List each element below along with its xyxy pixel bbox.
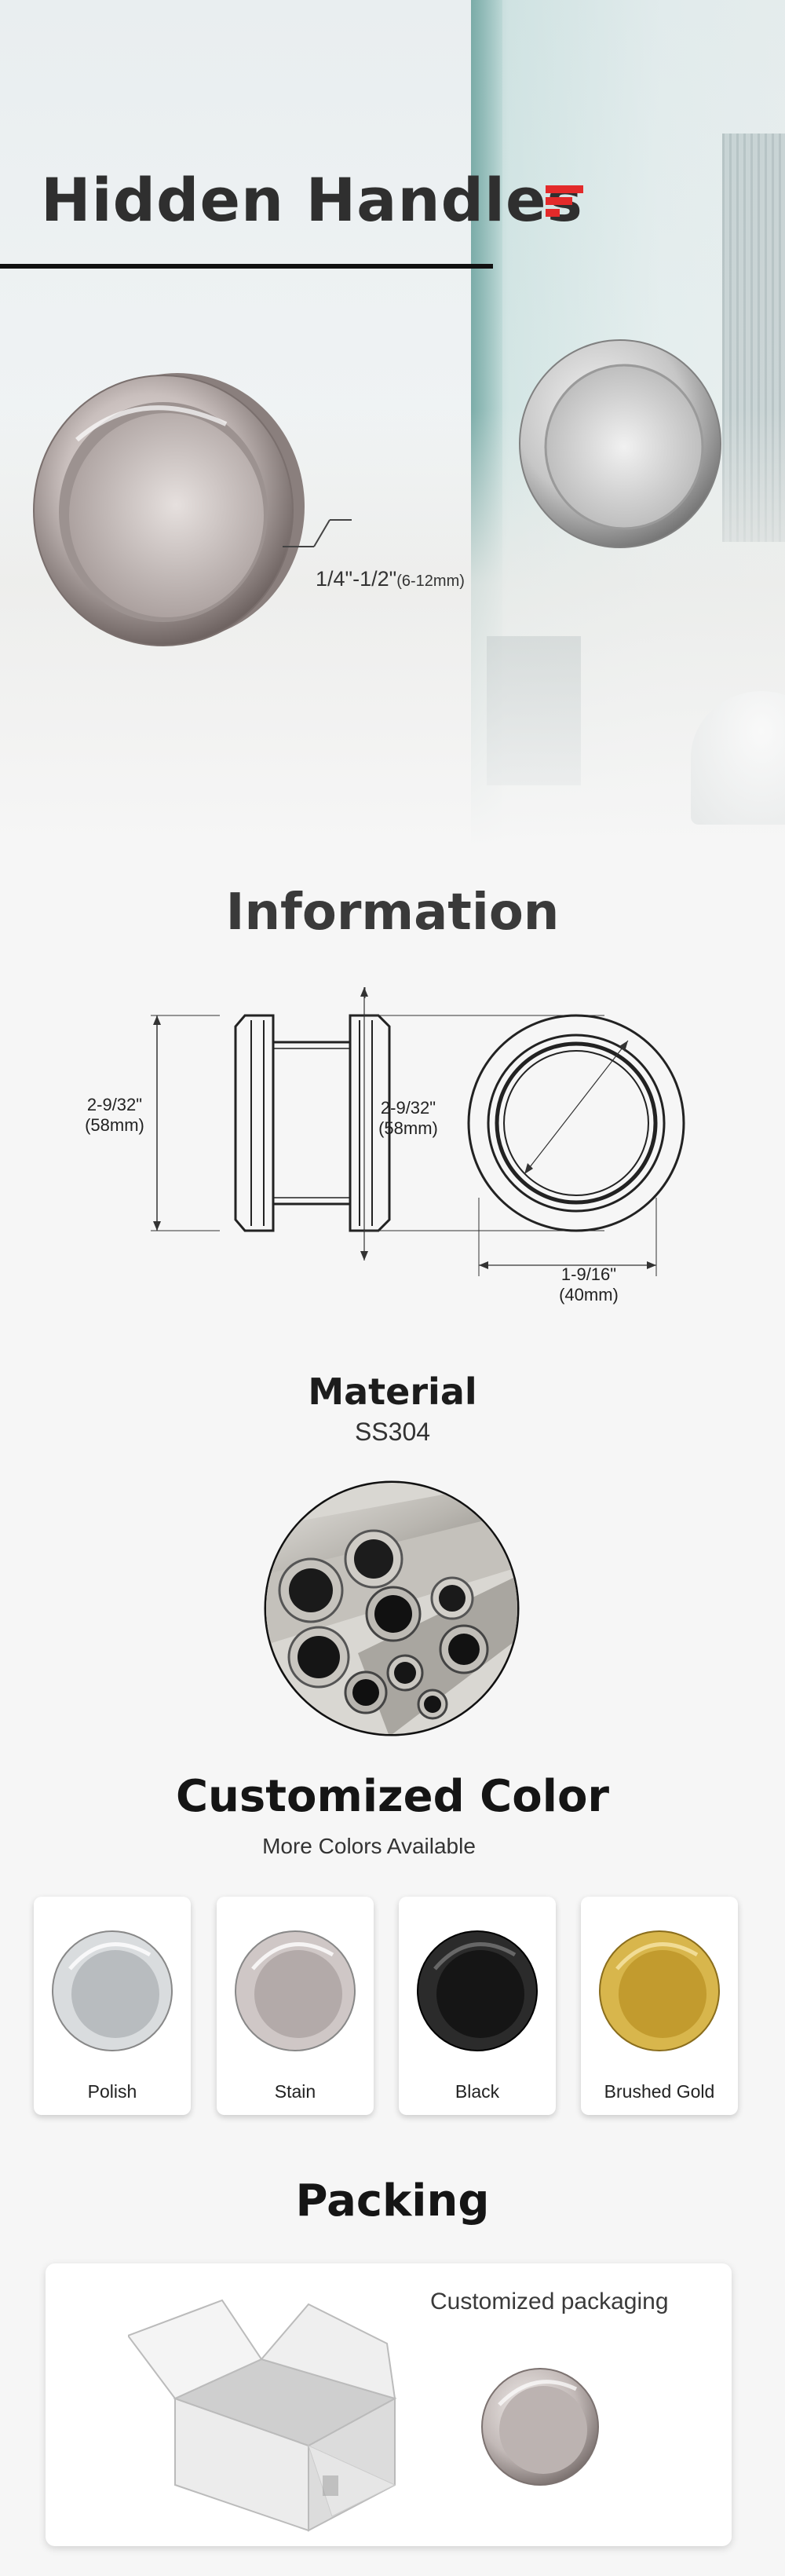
- handle-polish-swatch: [52, 1930, 173, 2051]
- color-option-card[interactable]: Brushed Gold: [581, 1897, 738, 2115]
- hero-banner: Hidden Handles 1/: [0, 0, 785, 848]
- handle-front-view-image: [33, 373, 305, 646]
- inner-diameter-inch: 1-9/16": [560, 1264, 617, 1284]
- handle-installed-view-image: [519, 339, 721, 548]
- right-height-mm: (58mm): [378, 1118, 438, 1138]
- handle-stain-swatch: [235, 1930, 356, 2051]
- material-heading: Material: [308, 1370, 477, 1413]
- handle-brushed-gold-swatch: [599, 1930, 720, 2051]
- color-option-label: Black: [455, 2081, 500, 2102]
- inner-diameter-dimension: 1-9/16" (40mm): [546, 1264, 632, 1305]
- thickness-inch-text: 1/4"-1/2": [316, 567, 397, 591]
- handle-black-swatch: [417, 1930, 538, 2051]
- right-height-inch: 2-9/32": [380, 1098, 436, 1118]
- customized-color-subtitle: More Colors Available: [262, 1834, 476, 1858]
- color-option-label: Brushed Gold: [604, 2081, 715, 2102]
- color-option-label: Stain: [274, 2081, 316, 2102]
- dimension-drawing: [151, 987, 685, 1276]
- thickness-dimension-label: 1/4"-1/2"(6-12mm): [316, 567, 465, 591]
- background-cabinet: [487, 636, 581, 785]
- packaging-caption: Customized packaging: [430, 2289, 669, 2314]
- material-value: SS304: [354, 1418, 431, 1446]
- right-height-dimension: 2-9/32" (58mm): [369, 1098, 447, 1139]
- color-option-label: Polish: [87, 2081, 137, 2102]
- packing-card: Customized packaging: [46, 2263, 732, 2546]
- left-height-dimension: 2-9/32" (58mm): [75, 1095, 154, 1136]
- color-option-card[interactable]: Black: [399, 1897, 556, 2115]
- left-height-inch: 2-9/32": [86, 1095, 143, 1114]
- packing-heading: Packing: [295, 2175, 490, 2227]
- thickness-mm-text: (6-12mm): [396, 573, 465, 590]
- left-height-mm: (58mm): [85, 1115, 144, 1135]
- page-title: Hidden Handles: [41, 165, 583, 235]
- customized-color-heading: Customized Color: [175, 1771, 610, 1822]
- color-option-card[interactable]: Polish: [34, 1897, 191, 2115]
- information-heading: Information: [225, 884, 560, 942]
- thickness-indicator-lines: [283, 519, 352, 547]
- brand-logo-icon: [546, 185, 585, 217]
- steel-tubes-image: [264, 1480, 520, 1736]
- title-underline: [0, 264, 493, 269]
- inner-diameter-mm: (40mm): [559, 1285, 619, 1304]
- packaged-handle-image: [481, 2368, 599, 2486]
- color-option-card[interactable]: Stain: [217, 1897, 374, 2115]
- packaging-box-image: [128, 2299, 397, 2532]
